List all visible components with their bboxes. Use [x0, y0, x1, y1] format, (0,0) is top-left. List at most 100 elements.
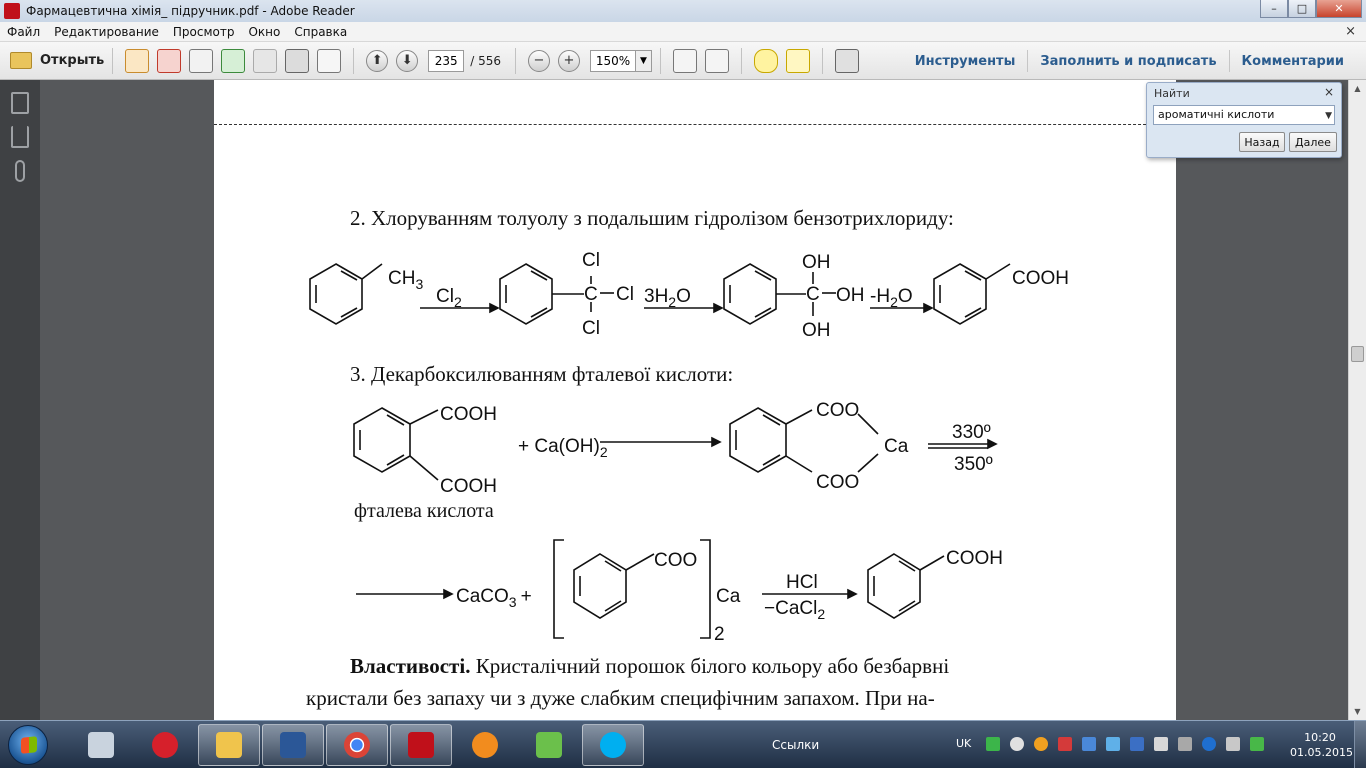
tray-badge-icon[interactable] [1034, 737, 1048, 751]
maximize-button[interactable]: □ [1288, 0, 1316, 18]
language-indicator[interactable]: UK [956, 737, 972, 750]
taskbar-app-word[interactable] [262, 724, 324, 766]
adobe-reader-icon [4, 3, 20, 19]
properties-line-2: кристали без запаху чи з дуже слабким сп… [306, 686, 935, 710]
zoom-out-button[interactable]: − [528, 49, 550, 72]
windows-logo-icon [21, 736, 37, 754]
cacl2-label: −CaCl2 [764, 598, 825, 622]
temperature-330: 330º [952, 422, 991, 443]
menu-window[interactable]: Окно [248, 24, 281, 39]
email-icon[interactable] [317, 48, 342, 73]
bluetooth-icon[interactable] [1202, 737, 1216, 751]
taskbar-app-music[interactable] [518, 724, 580, 766]
edit-pdf-icon[interactable] [189, 48, 214, 73]
combine-files-icon[interactable] [157, 48, 182, 73]
volume-icon[interactable] [1010, 737, 1024, 751]
taskbar-app-skype[interactable] [582, 724, 644, 766]
links-toolbar[interactable]: Ссылки [772, 738, 820, 752]
menu-view[interactable]: Просмотр [172, 24, 235, 39]
zoom-select[interactable]: 150% ▼ [590, 49, 652, 72]
pdf-page: 2. Хлоруванням толуолу з подальшим гідро… [214, 80, 1176, 720]
find-label: Найти [1154, 87, 1190, 100]
taskbar-app-media[interactable] [454, 724, 516, 766]
tray-sync-icon[interactable] [1082, 737, 1096, 751]
upload-cloud-icon[interactable] [221, 48, 246, 73]
cooh-top-label: COOH [440, 404, 497, 425]
keyboard-icon[interactable] [1178, 737, 1192, 751]
attachment-icon[interactable] [15, 160, 25, 182]
start-button[interactable] [8, 725, 48, 765]
chevron-down-icon[interactable]: ▼ [635, 50, 651, 71]
scroll-down-icon[interactable]: ▼ [1354, 707, 1361, 716]
signal-icon[interactable] [1226, 737, 1240, 751]
phthalic-acid-label: фталева кислота [354, 500, 494, 522]
fit-width-icon[interactable] [705, 48, 729, 73]
battery-icon[interactable] [1250, 737, 1264, 751]
chevron-down-icon[interactable]: ▼ [1325, 111, 1332, 121]
scroll-thumb[interactable] [1351, 346, 1364, 362]
tray-app-icon[interactable] [986, 737, 1000, 751]
print-icon[interactable] [285, 48, 310, 73]
find-input[interactable]: ароматичні кислоти ▼ [1153, 105, 1335, 125]
find-close-icon[interactable]: × [1323, 85, 1334, 99]
taskbar-app-adobe-reader[interactable] [390, 724, 452, 766]
taskbar-app-virgin[interactable] [134, 724, 196, 766]
menu-help[interactable]: Справка [294, 24, 348, 39]
page-number-input[interactable]: 235 [428, 49, 465, 72]
menu-edit[interactable]: Редактирование [54, 24, 159, 39]
find-next-button[interactable]: Далее [1289, 132, 1337, 152]
taskbar-app-computer[interactable] [70, 724, 132, 766]
coo-bottom-label: COO [816, 472, 859, 493]
c-center-label: C [806, 284, 820, 305]
coo-top-label: COO [816, 400, 859, 421]
bookmark-icon[interactable] [11, 126, 29, 148]
find-previous-button[interactable]: Назад [1239, 132, 1285, 152]
system-clock[interactable]: 10:20 01.05.2015 [1290, 730, 1353, 760]
tab-comments[interactable]: Комментарии [1241, 53, 1344, 69]
toolbar: Открыть ⬆ ⬇ 235 / 556 − + 150% ▼ Инструм… [0, 42, 1366, 80]
menu-close-icon[interactable]: × [1345, 24, 1356, 39]
tray-game-icon[interactable] [1058, 737, 1072, 751]
taskbar-app-chrome[interactable] [326, 724, 388, 766]
menu-file[interactable]: Файл [7, 24, 41, 39]
reaction-3 [356, 539, 945, 639]
comment-icon[interactable] [754, 48, 778, 73]
clock-time: 10:20 [1304, 731, 1336, 744]
highlight-icon[interactable] [786, 48, 810, 73]
benzene-ring [499, 263, 553, 325]
page-thumbnails-icon[interactable] [11, 92, 29, 114]
next-page-button[interactable]: ⬇ [396, 49, 419, 72]
previous-page-button[interactable]: ⬆ [366, 49, 389, 72]
open-button[interactable]: Открыть [10, 52, 104, 69]
full-screen-icon[interactable] [835, 48, 859, 73]
navigation-pane [0, 80, 40, 720]
reaction-2-labels: COOH COOH + Ca(OH)2 COO COO Ca 330º 350º [440, 400, 993, 497]
scroll-up-icon[interactable]: ▲ [1354, 84, 1361, 93]
minimize-button[interactable]: – [1260, 0, 1288, 18]
page-total: / 556 [470, 53, 501, 68]
clock-date: 01.05.2015 [1290, 746, 1353, 759]
save-icon[interactable] [253, 48, 278, 73]
minus-h2o-label: -H2O [870, 286, 913, 310]
flag-icon[interactable] [1154, 737, 1168, 751]
taskbar: Ссылки UK 10:20 01.05.2015 [0, 720, 1366, 768]
bracket-subscript: 2 [714, 624, 725, 645]
tab-tools[interactable]: Инструменты [914, 53, 1016, 69]
tray-vk-icon[interactable] [1130, 737, 1144, 751]
fit-page-icon[interactable] [673, 48, 697, 73]
word-icon [280, 732, 306, 758]
zoom-in-button[interactable]: + [558, 49, 580, 72]
tray-network-icon[interactable] [1106, 737, 1120, 751]
document-viewport[interactable]: 2. Хлоруванням толуолу з подальшим гідро… [40, 80, 1348, 720]
toolbar-separator [822, 47, 823, 74]
create-pdf-icon[interactable] [125, 48, 150, 73]
properties-text: Кристалічний порошок білого кольору або … [470, 654, 950, 678]
cl-top-label: Cl [582, 250, 600, 271]
paragraph-chlorination: 2. Хлоруванням толуолу з подальшим гідро… [350, 206, 954, 230]
vertical-scrollbar[interactable]: ▲ ▼ [1348, 80, 1366, 720]
benzene-ring [723, 263, 777, 325]
close-button[interactable]: ✕ [1316, 0, 1362, 18]
tab-fill-sign[interactable]: Заполнить и подписать [1040, 53, 1217, 69]
taskbar-app-explorer[interactable] [198, 724, 260, 766]
show-desktop-button[interactable] [1354, 721, 1366, 768]
